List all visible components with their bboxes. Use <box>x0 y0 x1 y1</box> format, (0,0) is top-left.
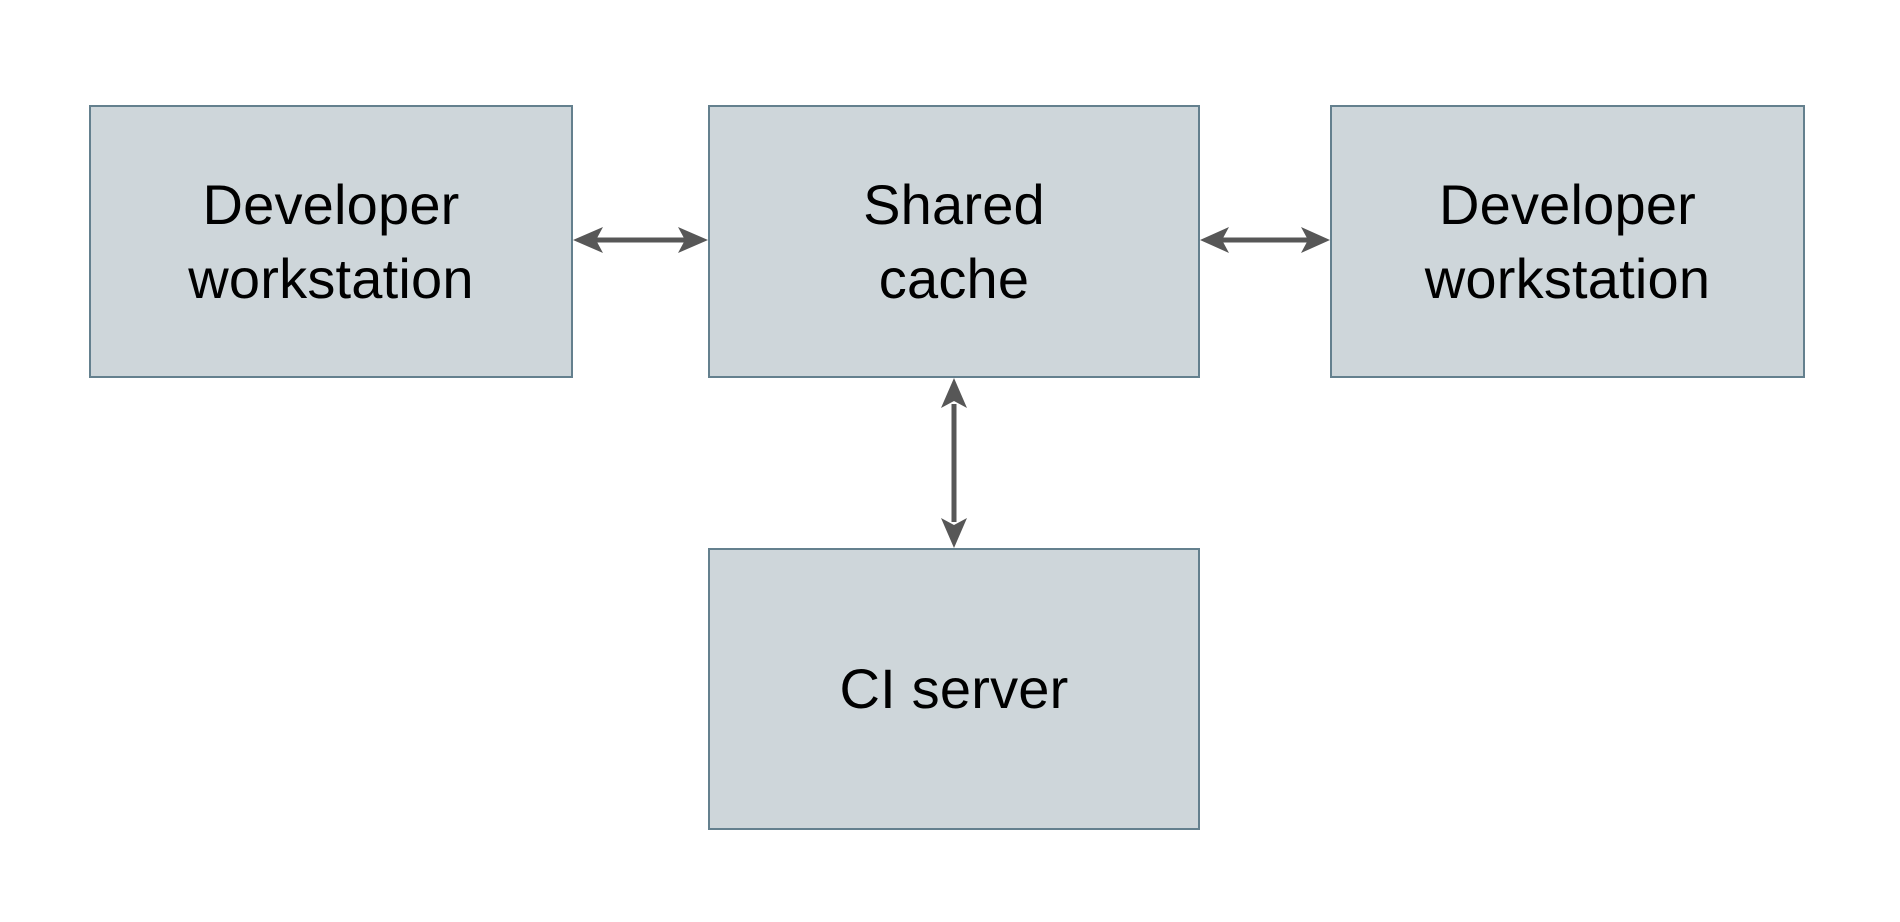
connector-shared-cache-to-ci-server <box>926 378 982 548</box>
node-label-developer-workstation-left: Developer workstation <box>188 172 474 310</box>
connector-shared-cache-to-right-workstation <box>1200 212 1330 268</box>
connector-left-workstation-to-shared-cache <box>573 212 708 268</box>
double-arrow-vertical-icon <box>941 378 967 548</box>
node-ci-server[interactable]: CI server <box>708 548 1200 830</box>
node-label-developer-workstation-right: Developer workstation <box>1424 172 1711 310</box>
double-arrow-icon <box>573 227 708 253</box>
node-label-shared-cache: Shared cache <box>863 172 1045 310</box>
node-label-ci-server: CI server <box>839 657 1069 721</box>
node-shared-cache[interactable]: Shared cache <box>708 105 1200 378</box>
node-developer-workstation-right[interactable]: Developer workstation <box>1330 105 1805 378</box>
node-developer-workstation-left[interactable]: Developer workstation <box>89 105 573 378</box>
double-arrow-icon <box>1200 227 1330 253</box>
